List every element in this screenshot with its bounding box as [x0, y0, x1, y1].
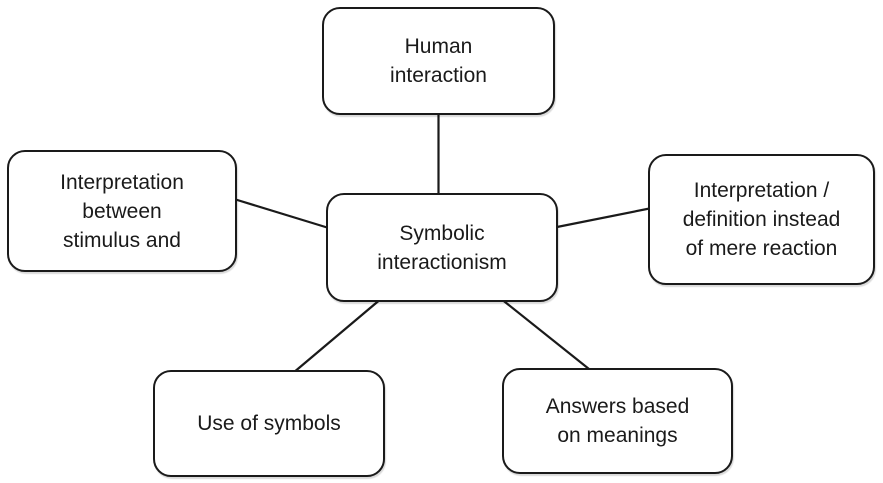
node-interpretation-definition: Interpretation / definition instead of m… [648, 154, 875, 285]
node-label: Symbolic interactionism [377, 221, 507, 274]
node-use-of-symbols: Use of symbols [153, 370, 385, 477]
connector-center-right [551, 206, 653, 230]
node-label: Use of symbols [197, 412, 341, 435]
node-label: Interpretation / definition instead of m… [682, 179, 841, 260]
node-symbolic-interactionism: Symbolic interactionism [326, 193, 558, 302]
node-label: Human interaction [390, 35, 487, 87]
connector-center-bottom-right [499, 297, 595, 374]
node-answers-based-on-meanings: Answers based on meanings [502, 368, 733, 474]
node-label: Answers based on meanings [545, 395, 690, 447]
node-human-interaction: Human interaction [322, 7, 555, 115]
node-label: Interpretation between stimulus and [60, 170, 184, 252]
node-interpretation-between-stimulus: Interpretation between stimulus and [7, 150, 237, 272]
connector-center-bottom-left [292, 297, 383, 374]
connector-center-left [233, 197, 333, 231]
